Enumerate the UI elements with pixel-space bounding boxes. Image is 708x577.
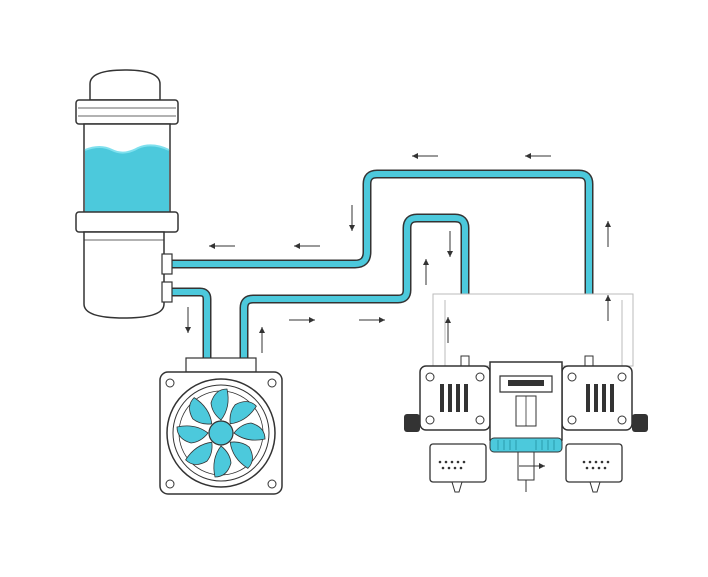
- dual-hotend-assembly: [404, 293, 648, 493]
- flow-arrow-down: [447, 231, 453, 257]
- flow-arrow-down: [349, 205, 355, 231]
- flow-arrow-up: [259, 327, 265, 353]
- flow-arrow-down: [185, 307, 191, 333]
- reservoir-outlet-fitting-upper: [161, 253, 173, 275]
- flow-arrow-up: [605, 295, 611, 321]
- flow-arrow-right: [519, 463, 545, 469]
- fan-blade: [189, 397, 213, 425]
- fan-blade: [210, 388, 229, 421]
- reservoir-fluid: [85, 145, 169, 214]
- flow-arrow-up: [423, 259, 429, 285]
- fan-blade: [229, 401, 257, 425]
- flow-arrow-right: [289, 317, 315, 323]
- flow-arrow-right: [359, 317, 385, 323]
- tube-radiator-to-hotend-inner: [241, 215, 468, 365]
- fan-blade: [176, 425, 209, 444]
- hotend-right-knob: [632, 414, 648, 432]
- fan-blade: [229, 441, 253, 469]
- hotend-left-knob: [404, 414, 420, 432]
- reservoir-lower-ring: [75, 211, 179, 233]
- radiator-top-fitting: [185, 357, 257, 373]
- fan-blade: [233, 422, 266, 441]
- tube-radiator-to-hotend: [239, 213, 470, 367]
- reservoir-pump-body: [83, 231, 165, 319]
- radiator-fan: [159, 357, 283, 495]
- fan-blades: [176, 388, 266, 478]
- flow-arrow-up: [605, 221, 611, 247]
- hotend-left-nozzle: [451, 481, 463, 493]
- coolant-tubes: [163, 169, 594, 367]
- reservoir-cap-ring: [75, 99, 179, 125]
- flow-arrows: [185, 153, 611, 469]
- flow-arrow-left: [294, 243, 320, 249]
- fan-blade: [185, 441, 213, 465]
- flow-arrow-left: [209, 243, 235, 249]
- tube-reservoir-to-radiator-inner: [165, 289, 210, 365]
- flow-arrow-up: [445, 317, 451, 343]
- hotend-right-heater: [565, 443, 623, 483]
- hotend-coolant-band: [489, 437, 563, 453]
- tube-return-line-inner: [165, 171, 592, 365]
- reservoir-cap: [89, 69, 161, 101]
- hotend-right-nozzle: [589, 481, 601, 493]
- reservoir-outlet-fitting-lower: [161, 281, 173, 303]
- hotend-back-plate: [432, 293, 634, 367]
- coolant-reservoir: [75, 69, 179, 319]
- fan-blade: [213, 445, 232, 478]
- flow-arrow-left: [412, 153, 438, 159]
- fan-hub: [208, 420, 234, 446]
- flow-arrow-left: [525, 153, 551, 159]
